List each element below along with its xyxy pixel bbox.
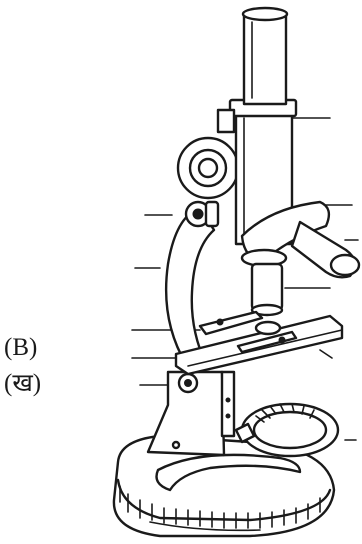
eyepiece xyxy=(243,8,287,104)
fine-adjustment-knob xyxy=(186,202,218,226)
stage-aperture xyxy=(256,322,280,334)
arm xyxy=(166,208,214,364)
objective-lens-high xyxy=(252,264,282,315)
condenser xyxy=(222,372,234,436)
coarse-adjustment-knob xyxy=(178,138,238,198)
stage xyxy=(176,312,342,374)
pillar-screw xyxy=(173,442,179,448)
objective-lens-side xyxy=(292,222,359,277)
stage-clip-left xyxy=(200,312,262,334)
inclination-joint-center xyxy=(185,380,192,387)
